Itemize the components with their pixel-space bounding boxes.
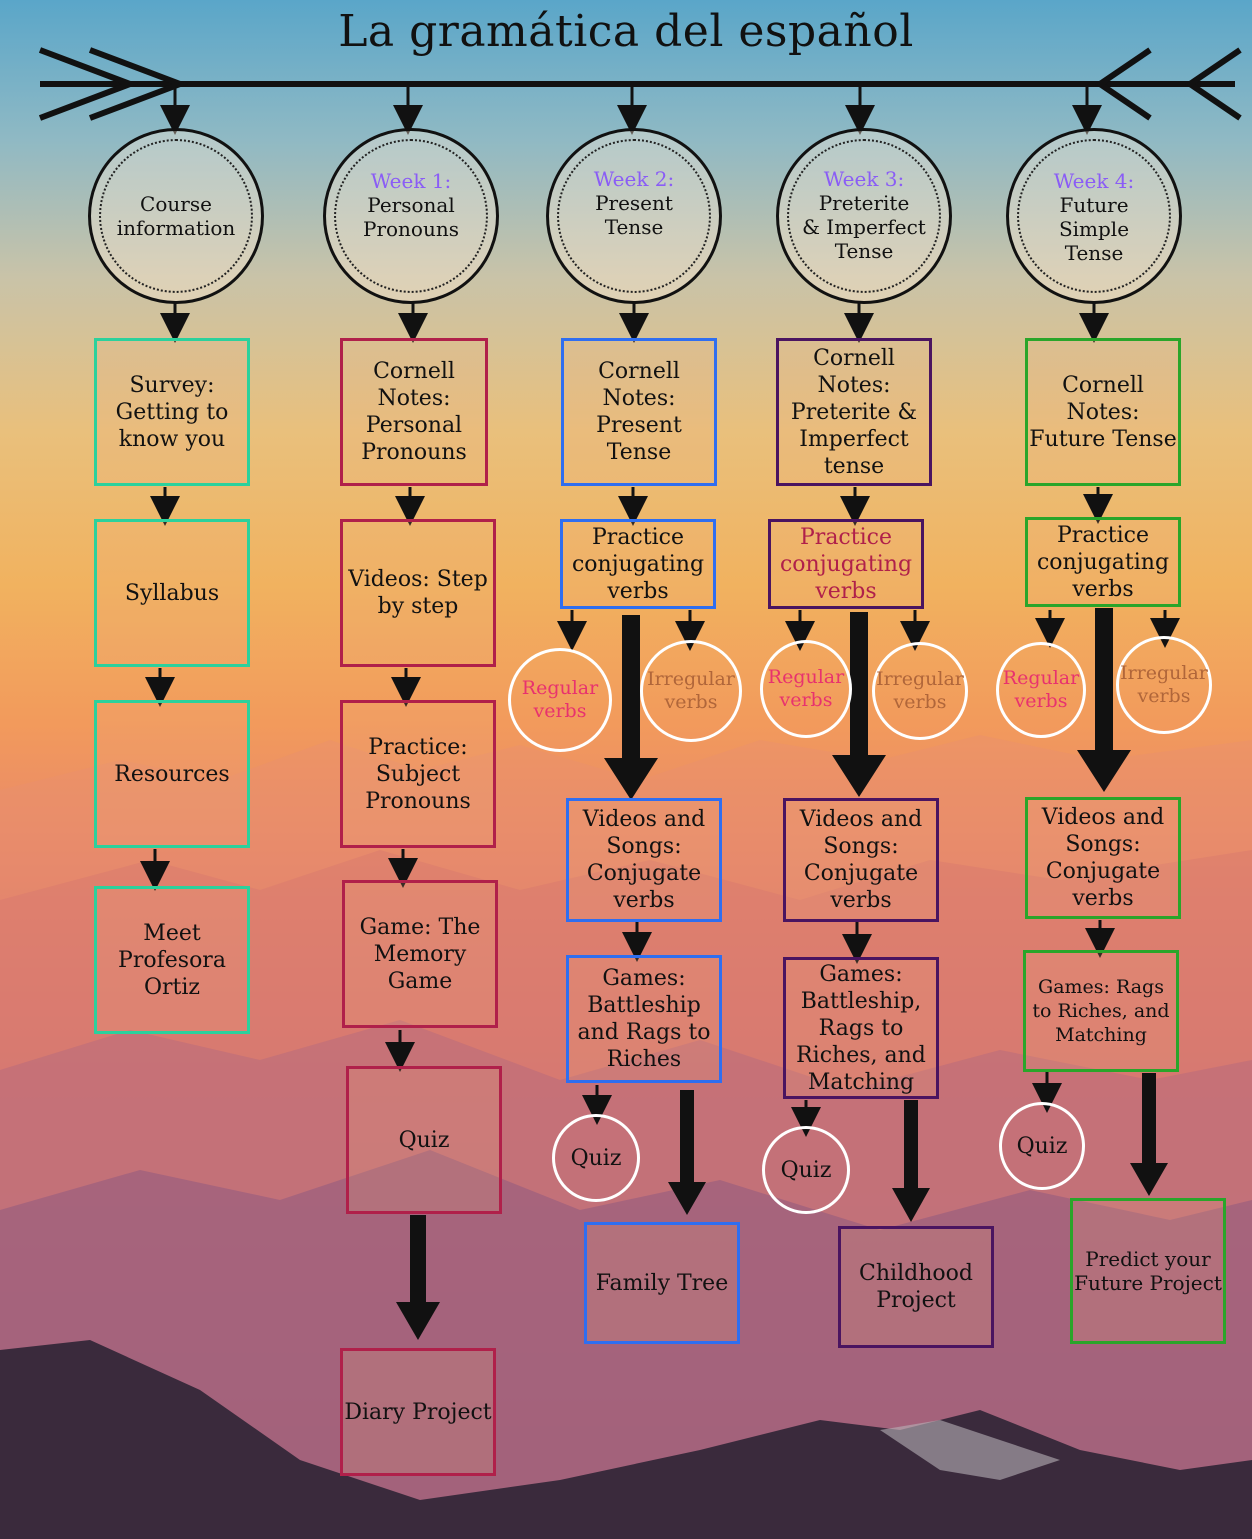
- week-label: Week 4:: [1053, 169, 1135, 193]
- week-label: Week 1:: [370, 169, 452, 193]
- week-label: Week 2:: [593, 167, 675, 191]
- videos-step-box[interactable]: Videos: Step by step: [340, 519, 496, 667]
- games-preterite-box[interactable]: Games: Battleship, Rags to Riches, and M…: [783, 957, 939, 1099]
- syllabus-box[interactable]: Syllabus: [94, 519, 250, 667]
- quiz-ring[interactable]: Quiz: [762, 1126, 850, 1214]
- header-line: Tense: [1064, 241, 1124, 265]
- header-line: Tense: [834, 239, 894, 263]
- week-label: Week 3:: [823, 167, 905, 191]
- irregular-verbs-ring[interactable]: Irregular verbs: [640, 640, 742, 742]
- quiz-ring[interactable]: Quiz: [999, 1102, 1085, 1190]
- cornell-notes-future-box[interactable]: Cornell Notes: Future Tense: [1025, 338, 1181, 486]
- header-week-4[interactable]: Week 4: Future Simple Tense: [1006, 128, 1182, 304]
- resources-box[interactable]: Resources: [94, 700, 250, 848]
- header-week-1[interactable]: Week 1: Personal Pronouns: [323, 128, 499, 304]
- practice-conjugating-future-box[interactable]: Practice conjugating verbs: [1025, 517, 1181, 607]
- header-course-information[interactable]: Course information: [88, 128, 264, 304]
- header-line: Tense: [604, 215, 664, 239]
- memory-game-box[interactable]: Game: The Memory Game: [342, 880, 498, 1028]
- meet-profesora-box[interactable]: Meet Profesora Ortiz: [94, 886, 250, 1034]
- quiz-box[interactable]: Quiz: [346, 1066, 502, 1214]
- header-line: & Imperfect: [802, 215, 926, 239]
- header-line: Future: [1059, 193, 1129, 217]
- games-future-box[interactable]: Games: Rags to Riches, and Matching: [1023, 950, 1179, 1072]
- page-title: La gramática del español: [338, 6, 914, 57]
- cornell-notes-present-box[interactable]: Cornell Notes: Present Tense: [561, 338, 717, 486]
- regular-verbs-ring[interactable]: Regular verbs: [760, 640, 852, 738]
- quiz-ring[interactable]: Quiz: [552, 1114, 640, 1202]
- practice-conjugating-preterite-box[interactable]: Practice conjugating verbs: [768, 519, 924, 609]
- family-tree-box[interactable]: Family Tree: [584, 1222, 740, 1344]
- predict-future-project-box[interactable]: Predict your Future Project: [1070, 1198, 1226, 1344]
- header-line: Present: [595, 191, 673, 215]
- videos-songs-future-box[interactable]: Videos and Songs: Conjugate verbs: [1025, 797, 1181, 919]
- cornell-notes-pronouns-box[interactable]: Cornell Notes: Personal Pronouns: [340, 338, 488, 486]
- header-line: Pronouns: [362, 217, 459, 241]
- practice-pronouns-box[interactable]: Practice: Subject Pronouns: [340, 700, 496, 848]
- practice-conjugating-present-box[interactable]: Practice conjugating verbs: [560, 519, 716, 609]
- header-line: Preterite: [818, 191, 910, 215]
- header-line: information: [116, 216, 236, 240]
- irregular-verbs-ring[interactable]: Irregular verbs: [1116, 636, 1212, 734]
- regular-verbs-ring[interactable]: Regular verbs: [996, 642, 1086, 738]
- cornell-notes-preterite-box[interactable]: Cornell Notes: Preterite & Imperfect ten…: [776, 338, 932, 486]
- header-week-2[interactable]: Week 2: Present Tense: [546, 128, 722, 304]
- diary-project-box[interactable]: Diary Project: [340, 1348, 496, 1476]
- header-line: Simple: [1058, 217, 1130, 241]
- regular-verbs-ring[interactable]: Regular verbs: [508, 648, 612, 752]
- childhood-project-box[interactable]: Childhood Project: [838, 1226, 994, 1348]
- videos-songs-present-box[interactable]: Videos and Songs: Conjugate verbs: [566, 798, 722, 922]
- header-line: Course: [140, 192, 212, 216]
- videos-songs-preterite-box[interactable]: Videos and Songs: Conjugate verbs: [783, 798, 939, 922]
- irregular-verbs-ring[interactable]: Irregular verbs: [872, 642, 968, 740]
- games-present-box[interactable]: Games: Battleship and Rags to Riches: [566, 955, 722, 1083]
- header-week-3[interactable]: Week 3: Preterite & Imperfect Tense: [776, 128, 952, 304]
- survey-box[interactable]: Survey: Getting to know you: [94, 338, 250, 486]
- header-line: Personal: [367, 193, 455, 217]
